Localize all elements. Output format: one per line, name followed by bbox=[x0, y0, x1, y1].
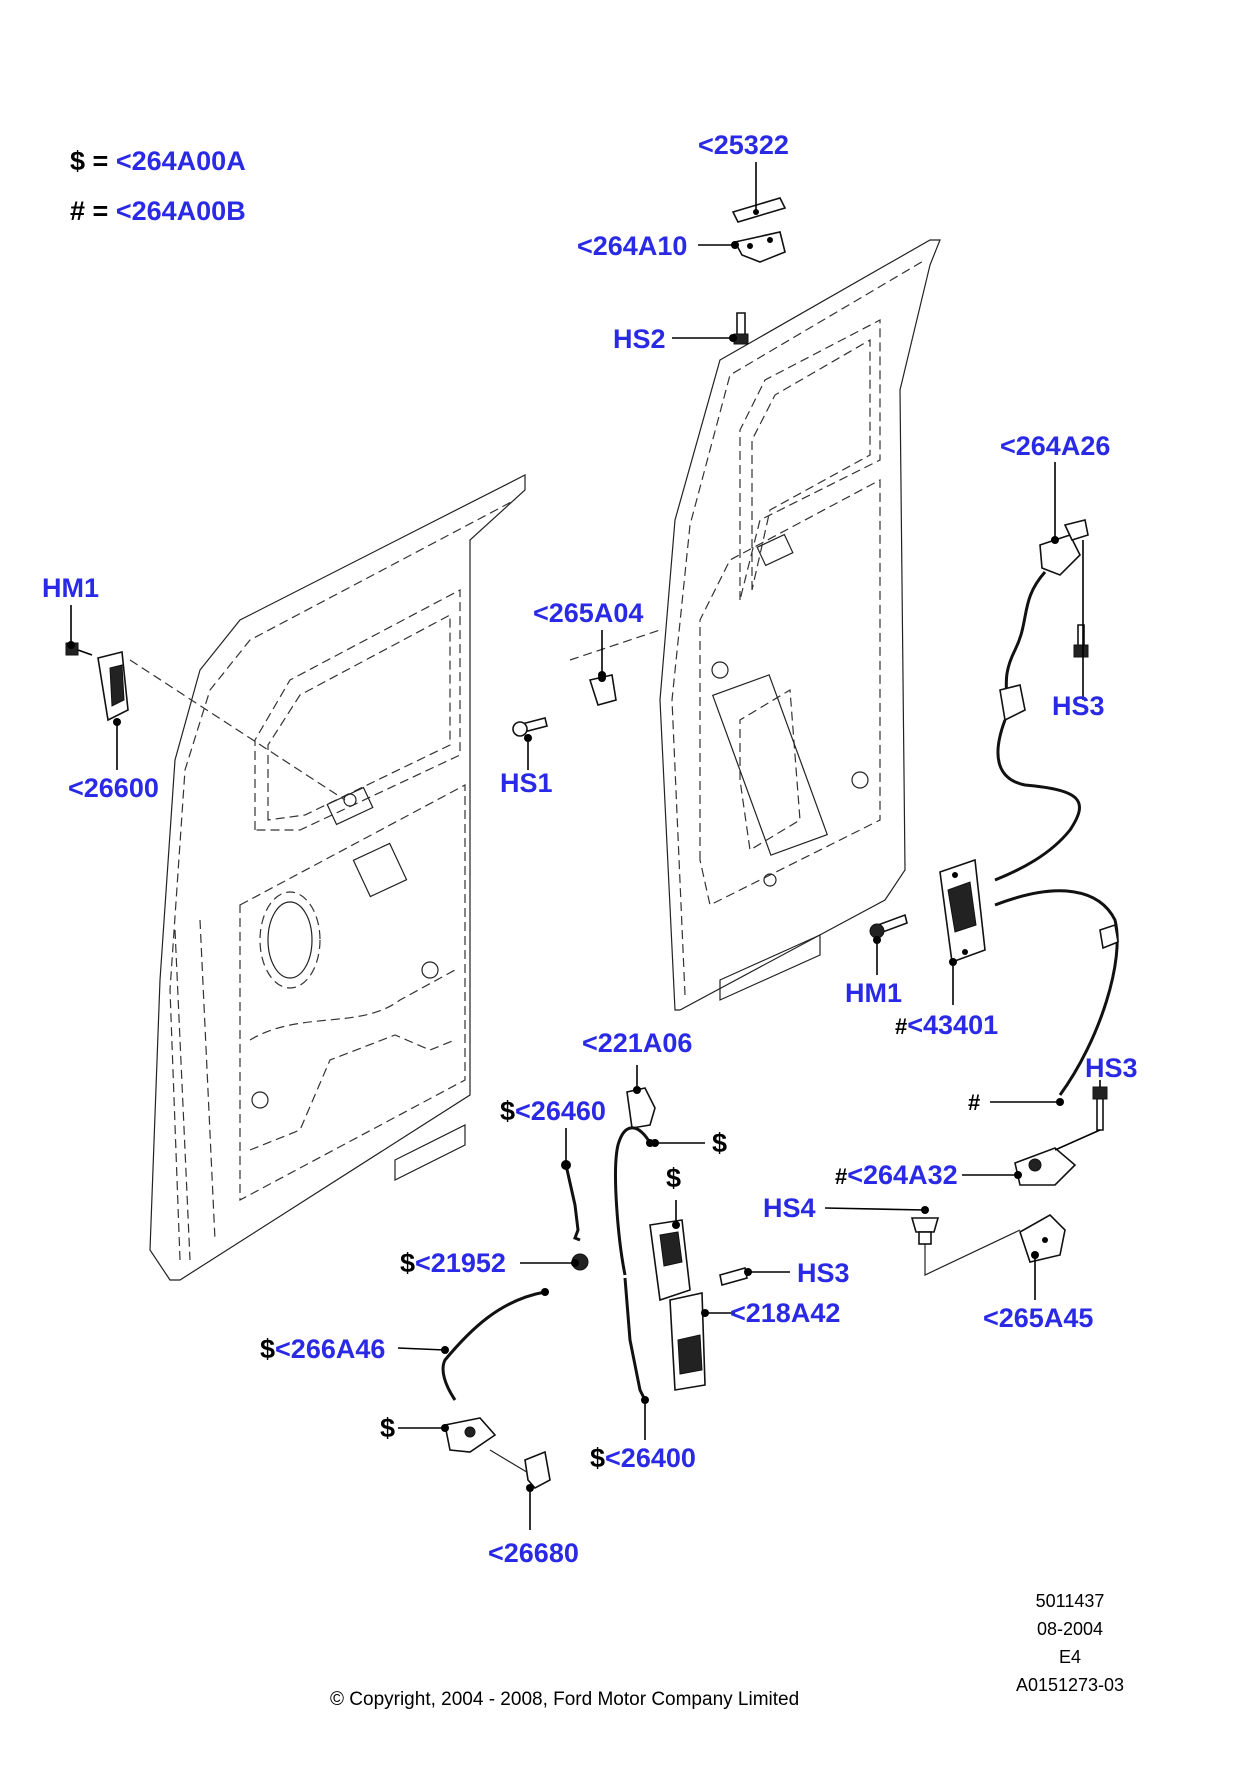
callout-dollar-b: $ bbox=[666, 1165, 681, 1192]
callout-prefix: $ bbox=[500, 1096, 516, 1126]
callout-dollar-a: $ bbox=[712, 1130, 727, 1157]
remote-control-rods[interactable] bbox=[614, 1126, 654, 1401]
lower-latch-part[interactable] bbox=[1014, 1147, 1077, 1186]
callout-21952: $<21952 bbox=[400, 1250, 506, 1277]
callout-218A42: <218A42 bbox=[730, 1300, 840, 1327]
part-link[interactable]: <26680 bbox=[488, 1538, 579, 1568]
callout-prefix: # bbox=[835, 1164, 848, 1189]
part-link[interactable]: HM1 bbox=[845, 978, 903, 1008]
hinge-bracket-part[interactable] bbox=[731, 197, 787, 263]
hs3-screw-mid[interactable] bbox=[719, 1266, 748, 1287]
callout-264A26: <264A26 bbox=[1000, 433, 1110, 460]
legend-row-hash: # = <264A00B bbox=[70, 198, 246, 225]
legend-equals: = bbox=[92, 146, 109, 176]
legend-symbol: $ bbox=[70, 146, 86, 176]
part-link[interactable]: <221A06 bbox=[582, 1028, 693, 1058]
callout-prefix: $ bbox=[666, 1163, 682, 1193]
part-link[interactable]: <25322 bbox=[698, 130, 789, 160]
hm1-screw-right[interactable] bbox=[869, 913, 908, 939]
callout-264A32: #<264A32 bbox=[835, 1162, 958, 1189]
part-link[interactable]: HS3 bbox=[1085, 1053, 1138, 1083]
legend-ref-link[interactable]: <264A00A bbox=[115, 146, 246, 176]
legend-equals: = bbox=[92, 196, 109, 226]
callout-hash: # bbox=[968, 1088, 980, 1115]
part-link[interactable]: <266A46 bbox=[275, 1334, 386, 1364]
diagram-date: 08-2004 bbox=[1036, 1619, 1104, 1639]
lock-button-part[interactable] bbox=[626, 1087, 656, 1129]
part-link[interactable]: HM1 bbox=[42, 573, 100, 603]
callout-HS2: HS2 bbox=[613, 326, 666, 353]
left-door-panel bbox=[149, 474, 526, 1281]
part-link[interactable]: <26600 bbox=[68, 773, 159, 803]
callout-25322: <25322 bbox=[698, 132, 789, 159]
callout-HS3-upper: HS3 bbox=[1052, 693, 1105, 720]
callout-prefix: # bbox=[895, 1014, 908, 1039]
part-link[interactable]: HS1 bbox=[500, 768, 553, 798]
callout-265A04: <265A04 bbox=[533, 600, 643, 627]
hs1-screw-part[interactable] bbox=[512, 717, 548, 737]
inside-handle-part[interactable] bbox=[939, 858, 986, 964]
release-cover-part[interactable] bbox=[524, 1450, 551, 1490]
legend-symbol: # bbox=[70, 196, 86, 226]
callout-26600: <26600 bbox=[68, 775, 159, 802]
callout-HM1-left: HM1 bbox=[42, 575, 99, 602]
part-link[interactable]: HS2 bbox=[613, 324, 666, 354]
part-link[interactable]: <264A26 bbox=[1000, 431, 1111, 461]
callout-HS4: HS4 bbox=[763, 1195, 816, 1222]
callout-prefix: # bbox=[968, 1090, 981, 1115]
part-link[interactable]: <21952 bbox=[415, 1248, 506, 1278]
hs3-stud-upper[interactable] bbox=[1073, 624, 1089, 658]
callout-HM1-right: HM1 bbox=[845, 980, 902, 1007]
legend-row-dollar: $ = <264A00A bbox=[70, 148, 246, 175]
callout-prefix: $ bbox=[400, 1248, 416, 1278]
part-link[interactable]: <26400 bbox=[605, 1443, 696, 1473]
part-link[interactable]: <43401 bbox=[907, 1010, 999, 1040]
outer-handle-part[interactable] bbox=[97, 651, 129, 722]
hs2-bolt-part[interactable] bbox=[733, 312, 749, 345]
callout-prefix: $ bbox=[380, 1413, 396, 1443]
lock-rod-part[interactable] bbox=[561, 1160, 581, 1242]
part-link[interactable]: <218A42 bbox=[730, 1298, 841, 1328]
callout-prefix: $ bbox=[260, 1334, 276, 1364]
latch-cable-part[interactable] bbox=[441, 1288, 549, 1401]
diagram-id: A0151273-03 bbox=[1015, 1675, 1125, 1695]
part-link[interactable]: <264A10 bbox=[577, 231, 688, 261]
callout-HS3-right: HS3 bbox=[1085, 1055, 1138, 1082]
leader-lines bbox=[67, 162, 1101, 1530]
callout-HS1: HS1 bbox=[500, 770, 553, 797]
lower-striker-part[interactable] bbox=[1019, 1214, 1066, 1263]
door-latch-part[interactable] bbox=[649, 1219, 706, 1391]
callout-266A46: $<266A46 bbox=[260, 1336, 385, 1363]
part-link[interactable]: HS3 bbox=[797, 1258, 850, 1288]
callout-221A06: <221A06 bbox=[582, 1030, 692, 1057]
callout-26680: <26680 bbox=[488, 1540, 579, 1567]
part-link[interactable]: <265A45 bbox=[983, 1303, 1094, 1333]
hs3-stud-right[interactable] bbox=[1092, 1086, 1108, 1131]
lock-cable bbox=[994, 889, 1119, 1096]
diagram-number: 5011437 bbox=[1035, 1591, 1105, 1611]
copyright-notice: © Copyright, 2004 - 2008, Ford Motor Com… bbox=[330, 1689, 800, 1710]
callout-26460: $<26460 bbox=[500, 1098, 606, 1125]
callout-prefix: $ bbox=[590, 1443, 606, 1473]
callout-43401: #<43401 bbox=[895, 1012, 998, 1039]
callout-264A10: <264A10 bbox=[577, 233, 687, 260]
right-door-panel bbox=[659, 239, 941, 1011]
release-handle-bracket[interactable] bbox=[444, 1417, 497, 1453]
hs4-bolt-part[interactable] bbox=[910, 1217, 940, 1245]
callout-265A45: <265A45 bbox=[983, 1305, 1093, 1332]
legend-ref-link[interactable]: <264A00B bbox=[115, 196, 246, 226]
callout-HS3-mid: HS3 bbox=[797, 1260, 850, 1287]
upper-latch-cable-part[interactable] bbox=[994, 519, 1089, 882]
part-link[interactable]: <264A32 bbox=[847, 1160, 958, 1190]
part-link[interactable]: HS3 bbox=[1052, 691, 1105, 721]
part-link[interactable]: <26460 bbox=[515, 1096, 606, 1126]
diagram-revision: E4 bbox=[1058, 1647, 1082, 1667]
callout-dollar-c: $ bbox=[380, 1415, 395, 1442]
part-link[interactable]: <265A04 bbox=[533, 598, 644, 628]
callout-26400: $<26400 bbox=[590, 1445, 696, 1472]
callout-prefix: $ bbox=[712, 1128, 728, 1158]
part-link[interactable]: HS4 bbox=[763, 1193, 816, 1223]
